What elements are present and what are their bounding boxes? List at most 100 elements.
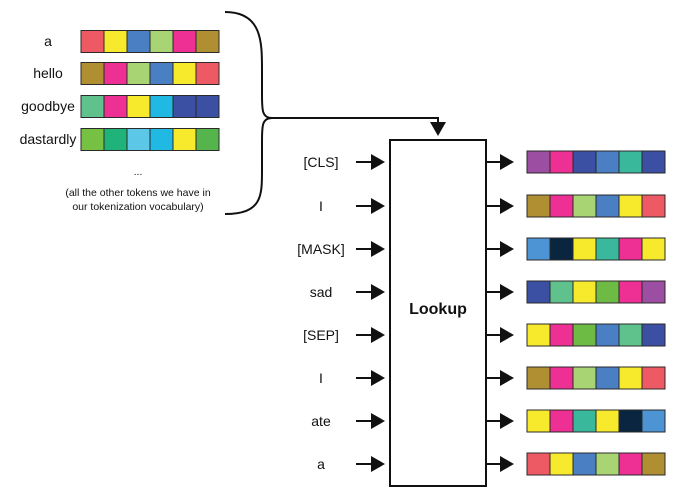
input-token-label: [CLS] (303, 154, 338, 170)
embedding-cell (526, 323, 551, 347)
embedding-cell (549, 323, 574, 347)
embedding-cell (595, 150, 620, 174)
vocab-embedding-row (80, 30, 220, 53)
vocab-embedding-row (80, 95, 220, 118)
embedding-cell (195, 62, 220, 85)
embedding-cell (549, 409, 574, 433)
embedding-cell (618, 194, 643, 218)
embedding-cell (618, 150, 643, 174)
embedding-cell (103, 128, 128, 151)
output-embedding-row (526, 237, 666, 261)
output-embedding-row (526, 194, 666, 218)
embedding-cell (549, 452, 574, 476)
embedding-cell (103, 62, 128, 85)
embedding-cell (126, 62, 151, 85)
embedding-cell (149, 30, 174, 53)
embedding-cell (549, 237, 574, 261)
embedding-cell (526, 194, 551, 218)
vocab-embedding-row (80, 128, 220, 151)
embedding-cell (572, 237, 597, 261)
input-token-label: [SEP] (303, 327, 339, 343)
embedding-cell (80, 62, 105, 85)
output-embedding-row (526, 452, 666, 476)
embedding-cell (595, 280, 620, 304)
embedding-cell (549, 150, 574, 174)
input-token-label: I (319, 198, 323, 214)
embedding-cell (149, 128, 174, 151)
lookup-box (389, 139, 487, 487)
vocab-note-line-2: our tokenization vocabulary) (72, 201, 203, 213)
embedding-cell (572, 194, 597, 218)
embedding-cell (618, 237, 643, 261)
embedding-cell (195, 128, 220, 151)
embedding-cell (172, 62, 197, 85)
embedding-cell (526, 280, 551, 304)
embedding-cell (618, 323, 643, 347)
vocab-note-line-1: (all the other tokens we have in (65, 187, 210, 199)
vocab-embedding-row (80, 62, 220, 85)
embedding-cell (595, 409, 620, 433)
embedding-cell (641, 323, 666, 347)
embedding-cell (641, 194, 666, 218)
embedding-cell (641, 366, 666, 390)
vocab-ellipsis: ... (134, 166, 143, 178)
embedding-cell (526, 366, 551, 390)
embedding-cell (549, 366, 574, 390)
input-token-label: sad (310, 284, 333, 300)
embedding-cell (641, 237, 666, 261)
embedding-cell (641, 452, 666, 476)
embedding-cell (80, 128, 105, 151)
embedding-cell (195, 95, 220, 118)
input-token-label: [MASK] (297, 241, 344, 257)
embedding-cell (572, 323, 597, 347)
embedding-cell (549, 194, 574, 218)
input-token-label: a (317, 456, 325, 472)
embedding-cell (526, 150, 551, 174)
embedding-cell (641, 280, 666, 304)
embedding-cell (572, 150, 597, 174)
embedding-cell (149, 95, 174, 118)
embedding-cell (641, 150, 666, 174)
vocab-brace (224, 11, 273, 215)
embedding-cell (80, 30, 105, 53)
embedding-cell (572, 366, 597, 390)
embedding-cell (572, 452, 597, 476)
embedding-cell (572, 280, 597, 304)
embedding-cell (126, 128, 151, 151)
lookup-label: Lookup (409, 301, 467, 318)
embedding-cell (549, 280, 574, 304)
embedding-cell (149, 62, 174, 85)
embedding-cell (172, 30, 197, 53)
embedding-cell (618, 409, 643, 433)
output-embedding-row (526, 280, 666, 304)
embedding-cell (595, 194, 620, 218)
brace-to-lookup-arrow (272, 117, 446, 136)
embedding-cell (172, 128, 197, 151)
embedding-cell (526, 452, 551, 476)
output-embedding-row (526, 409, 666, 433)
embedding-cell (80, 95, 105, 118)
embedding-cell (103, 95, 128, 118)
output-embeddings (486, 150, 666, 476)
embedding-cell (641, 409, 666, 433)
embedding-cell (595, 237, 620, 261)
vocab-token-label: a (44, 33, 52, 49)
output-embedding-row (526, 366, 666, 390)
embedding-cell (618, 366, 643, 390)
output-embedding-row (526, 150, 666, 174)
embedding-cell (618, 452, 643, 476)
input-token-label: ate (311, 413, 331, 429)
embedding-cell (572, 409, 597, 433)
embedding-cell (126, 95, 151, 118)
vocab-token-label: hello (33, 65, 63, 81)
vocab-token-label: dastardly (20, 131, 77, 147)
embedding-cell (595, 452, 620, 476)
embedding-cell (172, 95, 197, 118)
output-embedding-row (526, 323, 666, 347)
embedding-cell (195, 30, 220, 53)
input-token-label: I (319, 370, 323, 386)
embedding-cell (595, 366, 620, 390)
